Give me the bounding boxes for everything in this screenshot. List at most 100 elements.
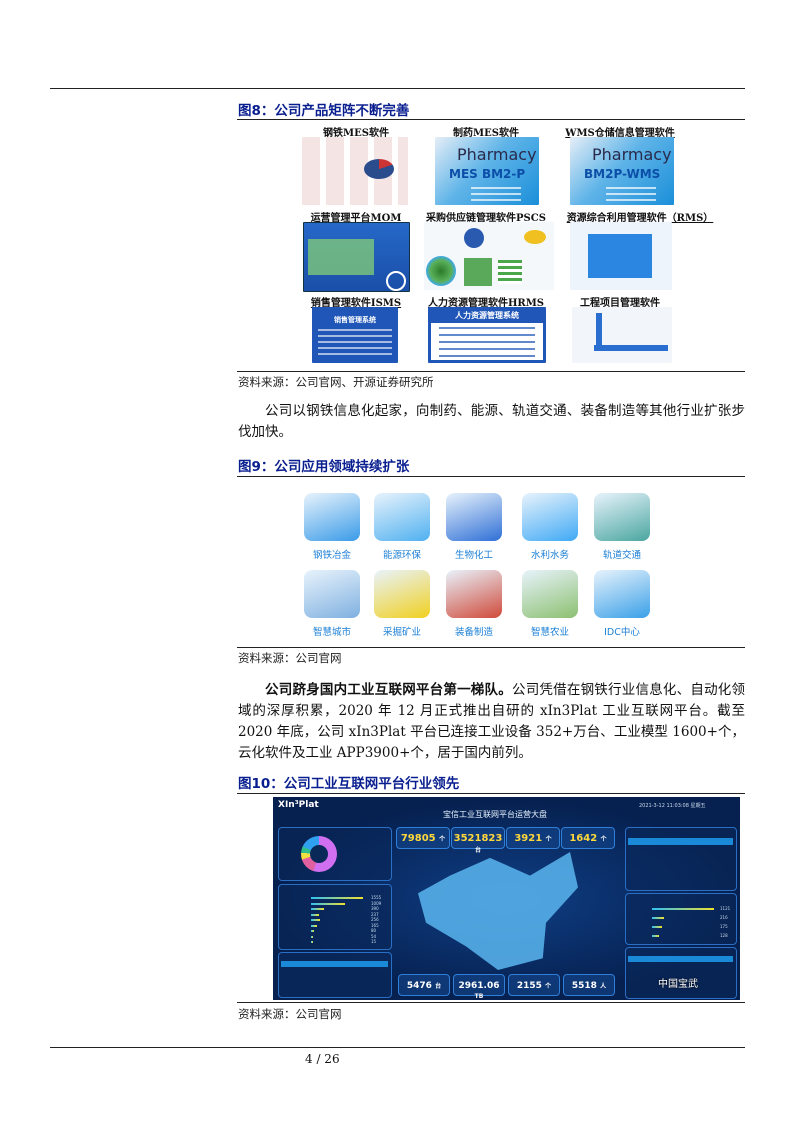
pharmacy-wms-image: Pharmacy BM2P-WMS [570, 137, 674, 205]
circle-graphic [464, 228, 484, 248]
cloud-list-panel [625, 827, 737, 891]
screen-title: 销售管理系统 [334, 316, 376, 324]
bar-value: 80 [371, 928, 377, 933]
kpi-value: 79805 个 [400, 833, 446, 844]
kpi-value: 2961.06 TB [458, 981, 500, 1000]
bar [311, 897, 363, 899]
domain-illustration-icon [304, 493, 360, 541]
platform-dashboard: XIn³Plat 宝信工业互联网平台运营大盘 2021-3-12 11:03:0… [273, 797, 740, 1000]
figure8-top-rule [237, 119, 745, 120]
product-name: MES BM2-P [449, 167, 526, 181]
kpi-value: 2155 个 [516, 981, 552, 991]
kpi-value: 1642 个 [569, 833, 607, 844]
bar [311, 913, 319, 916]
table-header [628, 956, 733, 962]
domain-illustration-icon [304, 570, 360, 618]
domain-label: 能源环保 [382, 550, 421, 561]
dashboard-datetime: 2021-3-12 11:03:08 星期五 [639, 803, 706, 809]
bar-value: 165 [371, 922, 379, 928]
figure9-source: 资料来源：公司官网 [238, 651, 342, 665]
rms-image [570, 222, 672, 290]
arrow-graphic [596, 313, 602, 345]
content-box [431, 323, 543, 360]
product-label: 工程项目管理软件 [580, 298, 660, 309]
kpi-card: 1642 个 [561, 827, 615, 849]
domain-illustration-icon [446, 570, 502, 618]
kpi-value: 5518 人 [571, 981, 607, 991]
app-by-industry-panel [278, 827, 392, 881]
domain-illustration-icon [594, 493, 650, 541]
bar [652, 935, 660, 937]
domain-illustration-icon [522, 570, 578, 618]
domain-label: 智慧城市 [312, 627, 351, 638]
bar [311, 935, 313, 938]
kpi-card: 5518 人 [563, 974, 615, 996]
product-label: WMS仓储信息管理软件 [565, 128, 675, 139]
figure10-top-rule [237, 793, 745, 794]
text-lines [471, 187, 521, 203]
figure8-title: 图8：公司产品矩阵不断完善 [238, 103, 410, 119]
product-label: 销售管理软件ISMS [310, 298, 402, 309]
bar [311, 941, 313, 943]
dashboard-logo: XIn³Plat [278, 800, 319, 810]
figure10-bottom-rule [237, 1002, 745, 1003]
block-graphic [588, 234, 652, 278]
domain-label: 水利水务 [530, 550, 569, 561]
bar-value: 15 [371, 939, 377, 944]
bar [652, 917, 664, 919]
kpi-card: 3921 个 [506, 827, 560, 849]
highlight-row [628, 838, 733, 845]
kpi-card: 5476 台 [398, 974, 450, 996]
domain-label: 轨道交通 [602, 550, 641, 561]
donut-chart [301, 836, 337, 872]
product-name: BM2P-WMS [584, 167, 661, 181]
domain-tile: IDC中心 [586, 570, 658, 638]
domain-label: 智慧农业 [530, 627, 569, 638]
domain-label: IDC中心 [604, 627, 640, 638]
bar-value: 1555 [371, 895, 382, 900]
domain-tile: 水利水务 [514, 493, 586, 561]
module-block [308, 239, 374, 275]
bar-value: 1121 [720, 906, 731, 911]
text-lines [606, 187, 656, 203]
product-label: 采购供应链管理软件PSCS [426, 213, 546, 224]
domain-tile: 轨道交通 [586, 493, 658, 561]
bar-value: 390 [371, 906, 379, 911]
domain-label: 装备制造 [454, 627, 493, 638]
bar-value: 256 [371, 917, 379, 922]
product-label: 运营管理平台MOM [310, 213, 402, 224]
kpi-value: 5476 台 [406, 981, 442, 991]
circle-graphic [524, 230, 546, 244]
bar [311, 924, 317, 927]
figure10-source: 资料来源：公司官网 [238, 1007, 342, 1021]
bar [311, 930, 314, 932]
donut-hole [310, 845, 328, 863]
domain-illustration-icon [522, 493, 578, 541]
domain-tile: 装备制造 [438, 570, 510, 638]
bar-value: 175 [720, 924, 728, 929]
hrms-image: 人力资源管理系统 [428, 307, 546, 363]
paragraph-platform: 公司跻身国内工业互联网平台第一梯队。公司凭借在钢铁行业信息化、自动化领域的深厚积… [238, 680, 745, 764]
china-map [418, 852, 578, 970]
screen-title: 人力资源管理系统 [455, 311, 519, 320]
pharmacy-brand: Pharmacy [457, 145, 537, 164]
figure8-source: 资料来源：公司官网、开源证券研究所 [238, 375, 434, 389]
product-label: 钢铁MES软件 [323, 128, 389, 139]
domain-tile: 钢铁冶金 [296, 493, 368, 561]
app-list-panel [278, 952, 392, 998]
kpi-card: 2961.06 TB [453, 974, 505, 1000]
domain-illustration-icon [446, 493, 502, 541]
domain-label: 钢铁冶金 [312, 550, 351, 561]
header-rule [50, 88, 745, 89]
bar-value: 216 [720, 915, 728, 920]
pharmacy-mes-image: Pharmacy MES BM2-P [435, 137, 539, 205]
domain-illustration-icon [594, 570, 650, 618]
circle-graphic [426, 256, 456, 286]
mom-platform-image [303, 222, 410, 292]
bar-value: 237 [371, 911, 379, 917]
domain-label: 采掘矿业 [382, 627, 421, 638]
bar [311, 902, 345, 905]
bar [311, 919, 320, 921]
product-label: 资源综合利用管理软件（RMS） [566, 213, 714, 224]
